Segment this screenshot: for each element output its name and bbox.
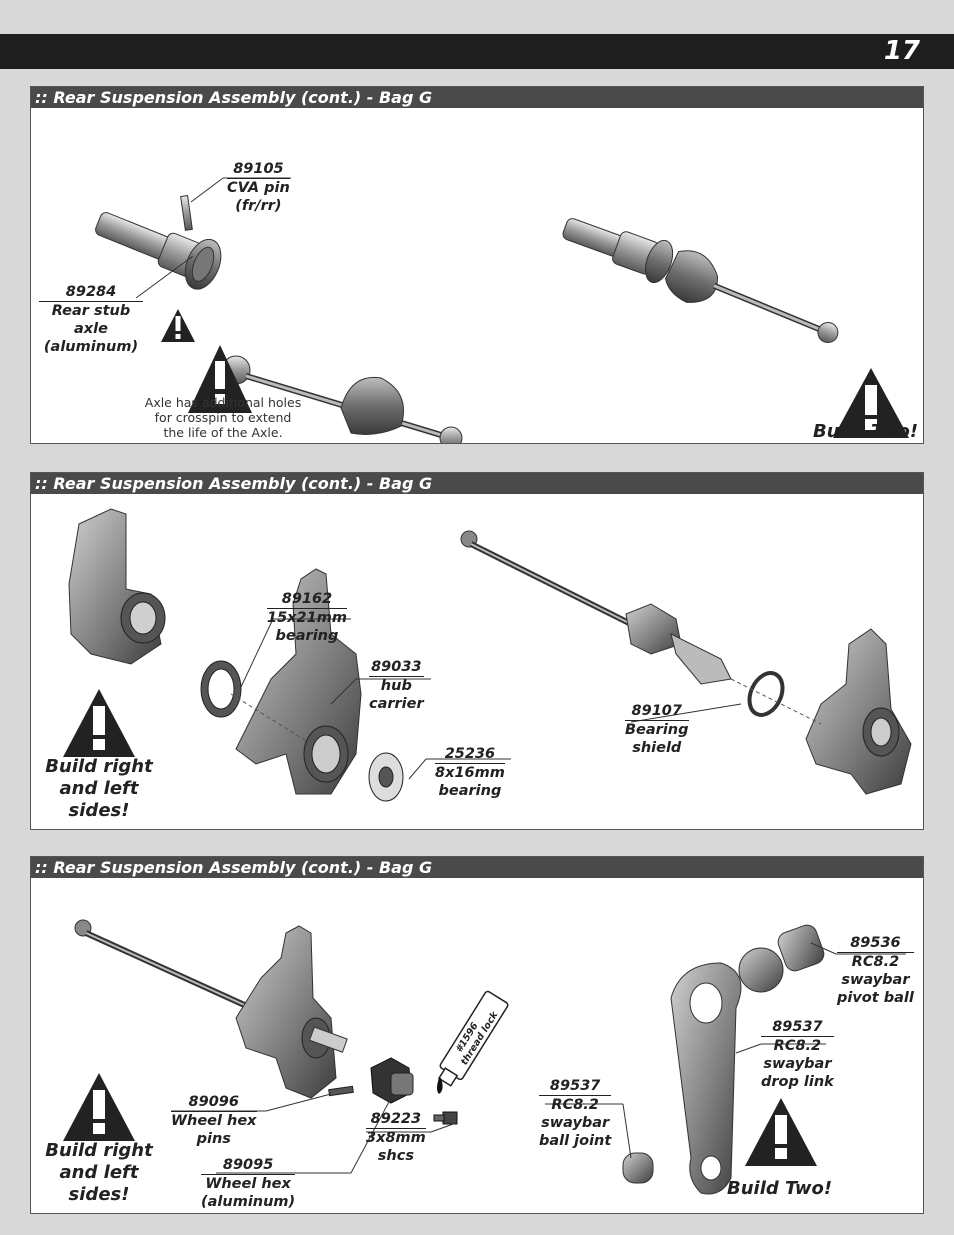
part-label-89095: 89095 Wheel hex (aluminum) <box>201 1157 296 1210</box>
warning-icon-left <box>63 1073 135 1141</box>
hub-carrier-image <box>235 568 362 795</box>
stub-axle-image <box>95 195 222 290</box>
part-label-25236: 25236 8x16mm bearing <box>435 746 505 799</box>
part-label-89107: 89107 Bearing shield <box>625 703 689 756</box>
part-label-89537-ball-joint: 89537 RC8.2 swaybar ball joint <box>539 1078 612 1149</box>
shcs-screw-image <box>433 1111 458 1125</box>
part-label-89033: 89033 hub carrier <box>369 659 424 712</box>
part-label-89284: 89284 Rear stub axle (aluminum) <box>39 283 143 356</box>
bearing-shield-image <box>747 671 785 717</box>
warning-icon-build-two <box>833 368 909 438</box>
swaybar-drop-link-image <box>670 962 742 1195</box>
swaybar-ball-joint-image <box>622 1152 654 1184</box>
assembled-cva-image <box>562 218 839 344</box>
part-label-89162: 89162 15x21mm bearing <box>267 591 347 644</box>
build-sides-label: Build right and left sides! <box>45 756 153 821</box>
part-label-89537-drop-link: 89537 RC8.2 swaybar drop link <box>761 1019 834 1090</box>
build-two-label: Build Two! <box>813 421 919 442</box>
axle-note: Axle has additional holes for crosspin t… <box>144 395 302 440</box>
warning-icon-right <box>745 1098 817 1166</box>
warning-icon-small <box>161 309 195 342</box>
build-two-label: Build Two! <box>727 1178 833 1199</box>
wheel-hex-pin-image <box>328 1085 354 1097</box>
panel-header: :: Rear Suspension Assembly (cont.) - Ba… <box>31 857 923 878</box>
hub-carrier-reference-image <box>68 508 166 665</box>
wheel-hex-swaybar-illustration: #1596 thread lock <box>63 919 906 1195</box>
bearing-8x16-image <box>368 752 404 802</box>
cva-stub-shaft-image <box>460 530 732 685</box>
bearing-15x21-image <box>200 660 242 718</box>
part-label-89096: 89096 Wheel hex pins <box>171 1094 257 1147</box>
part-label-89223: 89223 3x8mm shcs <box>366 1111 426 1164</box>
part-label-89105: 89105 CVA pin (fr/rr) <box>227 161 290 214</box>
warning-icon-large <box>188 345 252 413</box>
warning-icon <box>63 689 135 757</box>
panel-header: :: Rear Suspension Assembly (cont.) - Ba… <box>31 87 923 108</box>
thread-lock-drop-icon <box>437 1078 443 1094</box>
hub-carrier-right-image <box>805 628 912 795</box>
hub-carrier-illustration <box>63 508 912 802</box>
cva-assembly-illustration <box>95 177 909 443</box>
panel-wheel-hex-swaybar: :: Rear Suspension Assembly (cont.) - Ba… <box>30 856 924 1214</box>
panel-hub-carrier: :: Rear Suspension Assembly (cont.) - Ba… <box>30 472 924 830</box>
panel-cva-assembly: :: Rear Suspension Assembly (cont.) - Ba… <box>30 86 924 444</box>
thread-lock-tube-image: #1596 thread lock <box>437 990 509 1087</box>
page-number: 17 <box>883 36 920 66</box>
wheel-hex-image <box>370 1057 414 1104</box>
hub-assembly-image <box>74 919 348 1099</box>
build-sides-label: Build right and left sides! <box>45 1140 153 1205</box>
page-top-bar: 17 <box>0 34 954 69</box>
swaybar-pivot-ball-image <box>738 924 825 993</box>
part-label-89536: 89536 RC8.2 swaybar pivot ball <box>837 935 914 1006</box>
panel-header: :: Rear Suspension Assembly (cont.) - Ba… <box>31 473 923 494</box>
